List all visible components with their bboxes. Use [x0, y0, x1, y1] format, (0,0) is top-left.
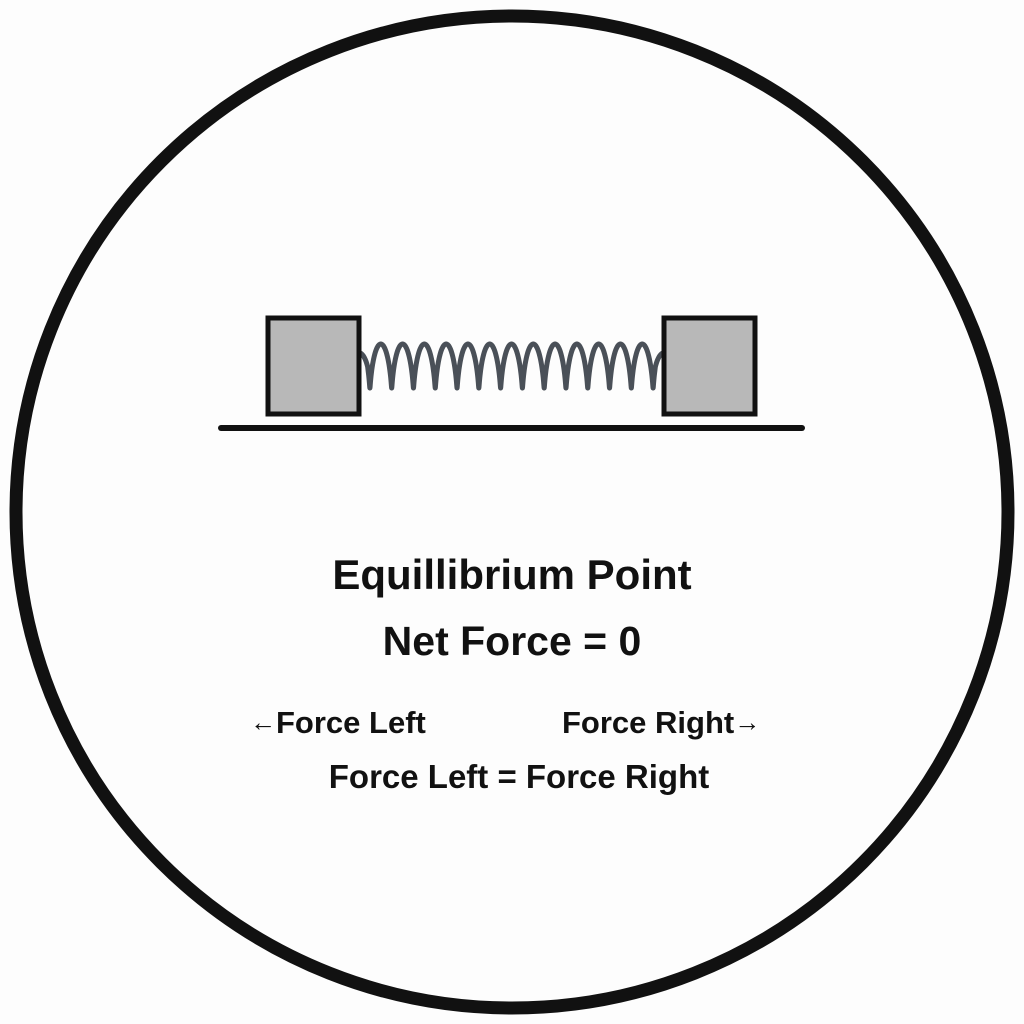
left-block — [265, 315, 362, 417]
force-right-label-group: Force Right→ — [562, 707, 760, 738]
outer-circle — [9, 9, 1015, 1015]
arrow-right-icon: → — [734, 707, 761, 737]
diagram-title: Equillibrium Point — [332, 551, 692, 598]
balance-statement: Force Left = Force Right — [328, 758, 710, 795]
arrow-left-icon: ← — [250, 707, 276, 737]
force-right-label: Force Right — [562, 705, 735, 740]
net-force-equation: Net Force = 0 — [382, 618, 642, 664]
spring — [356, 341, 667, 391]
right-block — [661, 315, 758, 417]
force-left-label: Force Left — [276, 705, 426, 740]
force-left-label-group: ←Force Left — [250, 707, 426, 738]
